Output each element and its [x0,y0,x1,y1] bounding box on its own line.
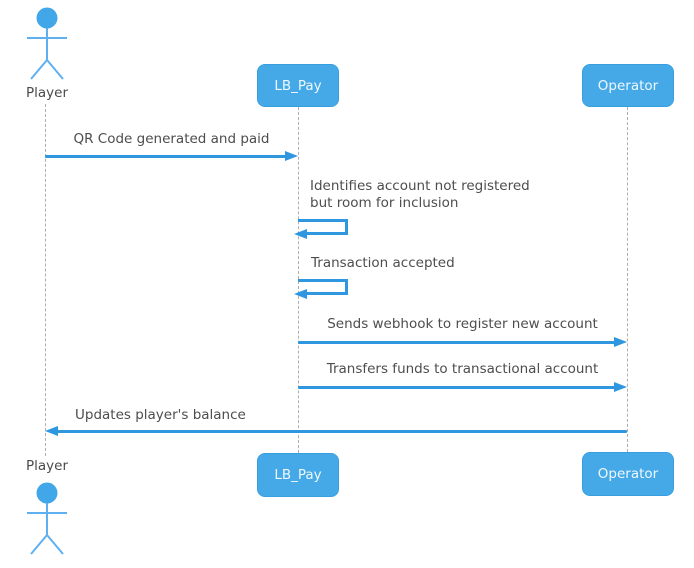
arrowhead-left-icon [45,426,58,436]
participant-box-lbpay-bottom: LB_Pay [257,453,339,497]
lifeline-player [45,104,46,456]
message-arrow-updates-balance [45,426,627,436]
player-actor-icon [27,7,67,80]
arrowhead-left-icon [294,228,307,239]
actor-label-player-top: Player [25,85,68,101]
arrow-shaft [298,385,618,389]
message-label-identifies-account: Identifies account not registered but ro… [310,178,530,211]
message-arrow-transfers-funds [298,382,627,392]
actor-label-player-bottom: Player [25,458,68,474]
message-label-updates-balance: Updates player's balance [75,407,246,423]
arrow-shaft [54,429,627,433]
arrowhead-right-icon [285,151,298,161]
selfloop-line [298,279,348,295]
player-actor-icon [27,482,67,555]
message-selfloop-identifies-account [294,219,352,245]
arrowhead-right-icon [614,337,627,347]
selfloop-line [298,219,348,235]
arrow-shaft [298,340,618,344]
message-label-sends-webhook: Sends webhook to register new account [327,316,598,332]
arrowhead-left-icon [294,288,307,299]
message-label-qr-code: QR Code generated and paid [73,131,270,147]
message-label-transaction-accepted: Transaction accepted [311,255,455,271]
arrow-shaft [45,154,289,158]
participant-box-operator-top: Operator [582,64,674,107]
participant-box-lbpay-top: LB_Pay [257,64,339,107]
participant-box-operator-bottom: Operator [582,452,674,496]
message-arrow-qr-code [45,151,298,161]
lifeline-operator [627,107,628,452]
arrowhead-right-icon [614,382,627,392]
message-selfloop-transaction-accepted [294,279,352,305]
message-label-transfers-funds: Transfers funds to transactional account [326,361,599,377]
message-arrow-sends-webhook [298,337,627,347]
